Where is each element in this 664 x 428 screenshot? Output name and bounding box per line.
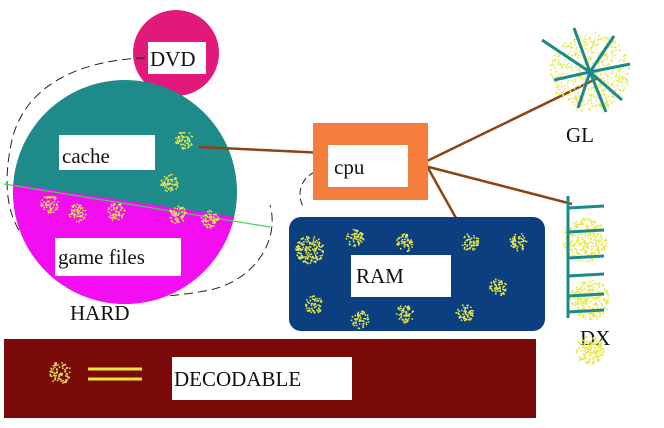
gl-dot-haze: [549, 31, 630, 112]
dx-comb-stroke: [567, 254, 605, 260]
dot-cluster-icon: [395, 233, 414, 253]
dot-cluster-icon: [395, 305, 414, 324]
dx-comb-stroke: [567, 292, 605, 298]
dot-cluster-icon: [509, 233, 528, 252]
dot-cluster-icon: [461, 233, 480, 251]
dx-comb-stroke: [567, 308, 605, 314]
dot-cluster-icon: [455, 304, 474, 322]
dot-cluster-icon: [200, 209, 220, 229]
gl-ray: [541, 38, 591, 74]
gl-label: GL: [566, 123, 594, 147]
dot-cluster-icon: [345, 228, 365, 247]
link-cpu-ram: [426, 167, 458, 219]
dx-dot-haze-bottom: [575, 336, 605, 365]
dx-label: DX: [580, 326, 610, 350]
gl-ray: [553, 70, 591, 82]
dx-dot-haze-mid: [569, 279, 610, 321]
dot-cluster-icon: [169, 205, 188, 225]
dvd-node: DVD: [133, 10, 219, 96]
cpu-label-box: [328, 145, 408, 187]
dot-clusters: [40, 131, 528, 384]
decodable-label: DECODABLE: [174, 367, 301, 391]
dx-comb-stroke: [567, 272, 605, 278]
ram-label: RAM: [356, 264, 404, 288]
dot-cluster-icon: [160, 173, 179, 193]
cache-label-box: [59, 135, 155, 170]
cpu-label: cpu: [334, 155, 365, 179]
dvd-label: DVD: [150, 47, 196, 71]
game-files-label: game files: [58, 245, 145, 269]
gl-ray: [588, 71, 608, 113]
decodable-label-box: [172, 357, 352, 400]
game-files-label-box: [55, 238, 181, 276]
gl-ray: [576, 71, 592, 109]
dot-cluster-icon: [305, 295, 323, 314]
dx-node: DX: [562, 196, 610, 365]
cache-label: cache: [62, 144, 110, 168]
gl-node: GL: [541, 27, 631, 147]
dot-cluster-icon: [489, 278, 507, 297]
dot-cluster-icon: [49, 362, 71, 384]
gl-ray: [589, 62, 631, 74]
gl-ray: [572, 27, 592, 73]
gl-ray: [588, 35, 616, 73]
dot-cluster-icon: [350, 310, 370, 330]
link-cache-cpu: [198, 145, 326, 155]
link-cpu-gl: [424, 76, 599, 164]
partition-line: [3, 183, 271, 228]
dx-comb-stroke: [567, 228, 605, 234]
hard-disk: cache game files HARD: [3, 80, 271, 325]
hard-label: HARD: [70, 301, 130, 325]
hard-disk-outline: [6, 57, 273, 298]
ram-label-box: [351, 255, 451, 297]
dvd-label-box: [148, 42, 206, 74]
ram-node: RAM: [289, 217, 545, 331]
dot-cluster-icon: [175, 131, 194, 150]
dot-cluster-icon: [68, 203, 87, 223]
dx-comb-stroke: [567, 204, 605, 210]
decodable-legend: DECODABLE: [4, 339, 536, 418]
link-cpu-dx: [424, 164, 573, 206]
cpu-outline-dash: [299, 171, 316, 209]
connections: [198, 76, 599, 219]
gl-ray: [589, 70, 623, 102]
dot-cluster-icon: [40, 195, 59, 214]
dot-cluster-icon: [107, 202, 126, 221]
cpu-node: cpu: [299, 123, 428, 209]
dot-cluster-icon: [295, 235, 324, 265]
